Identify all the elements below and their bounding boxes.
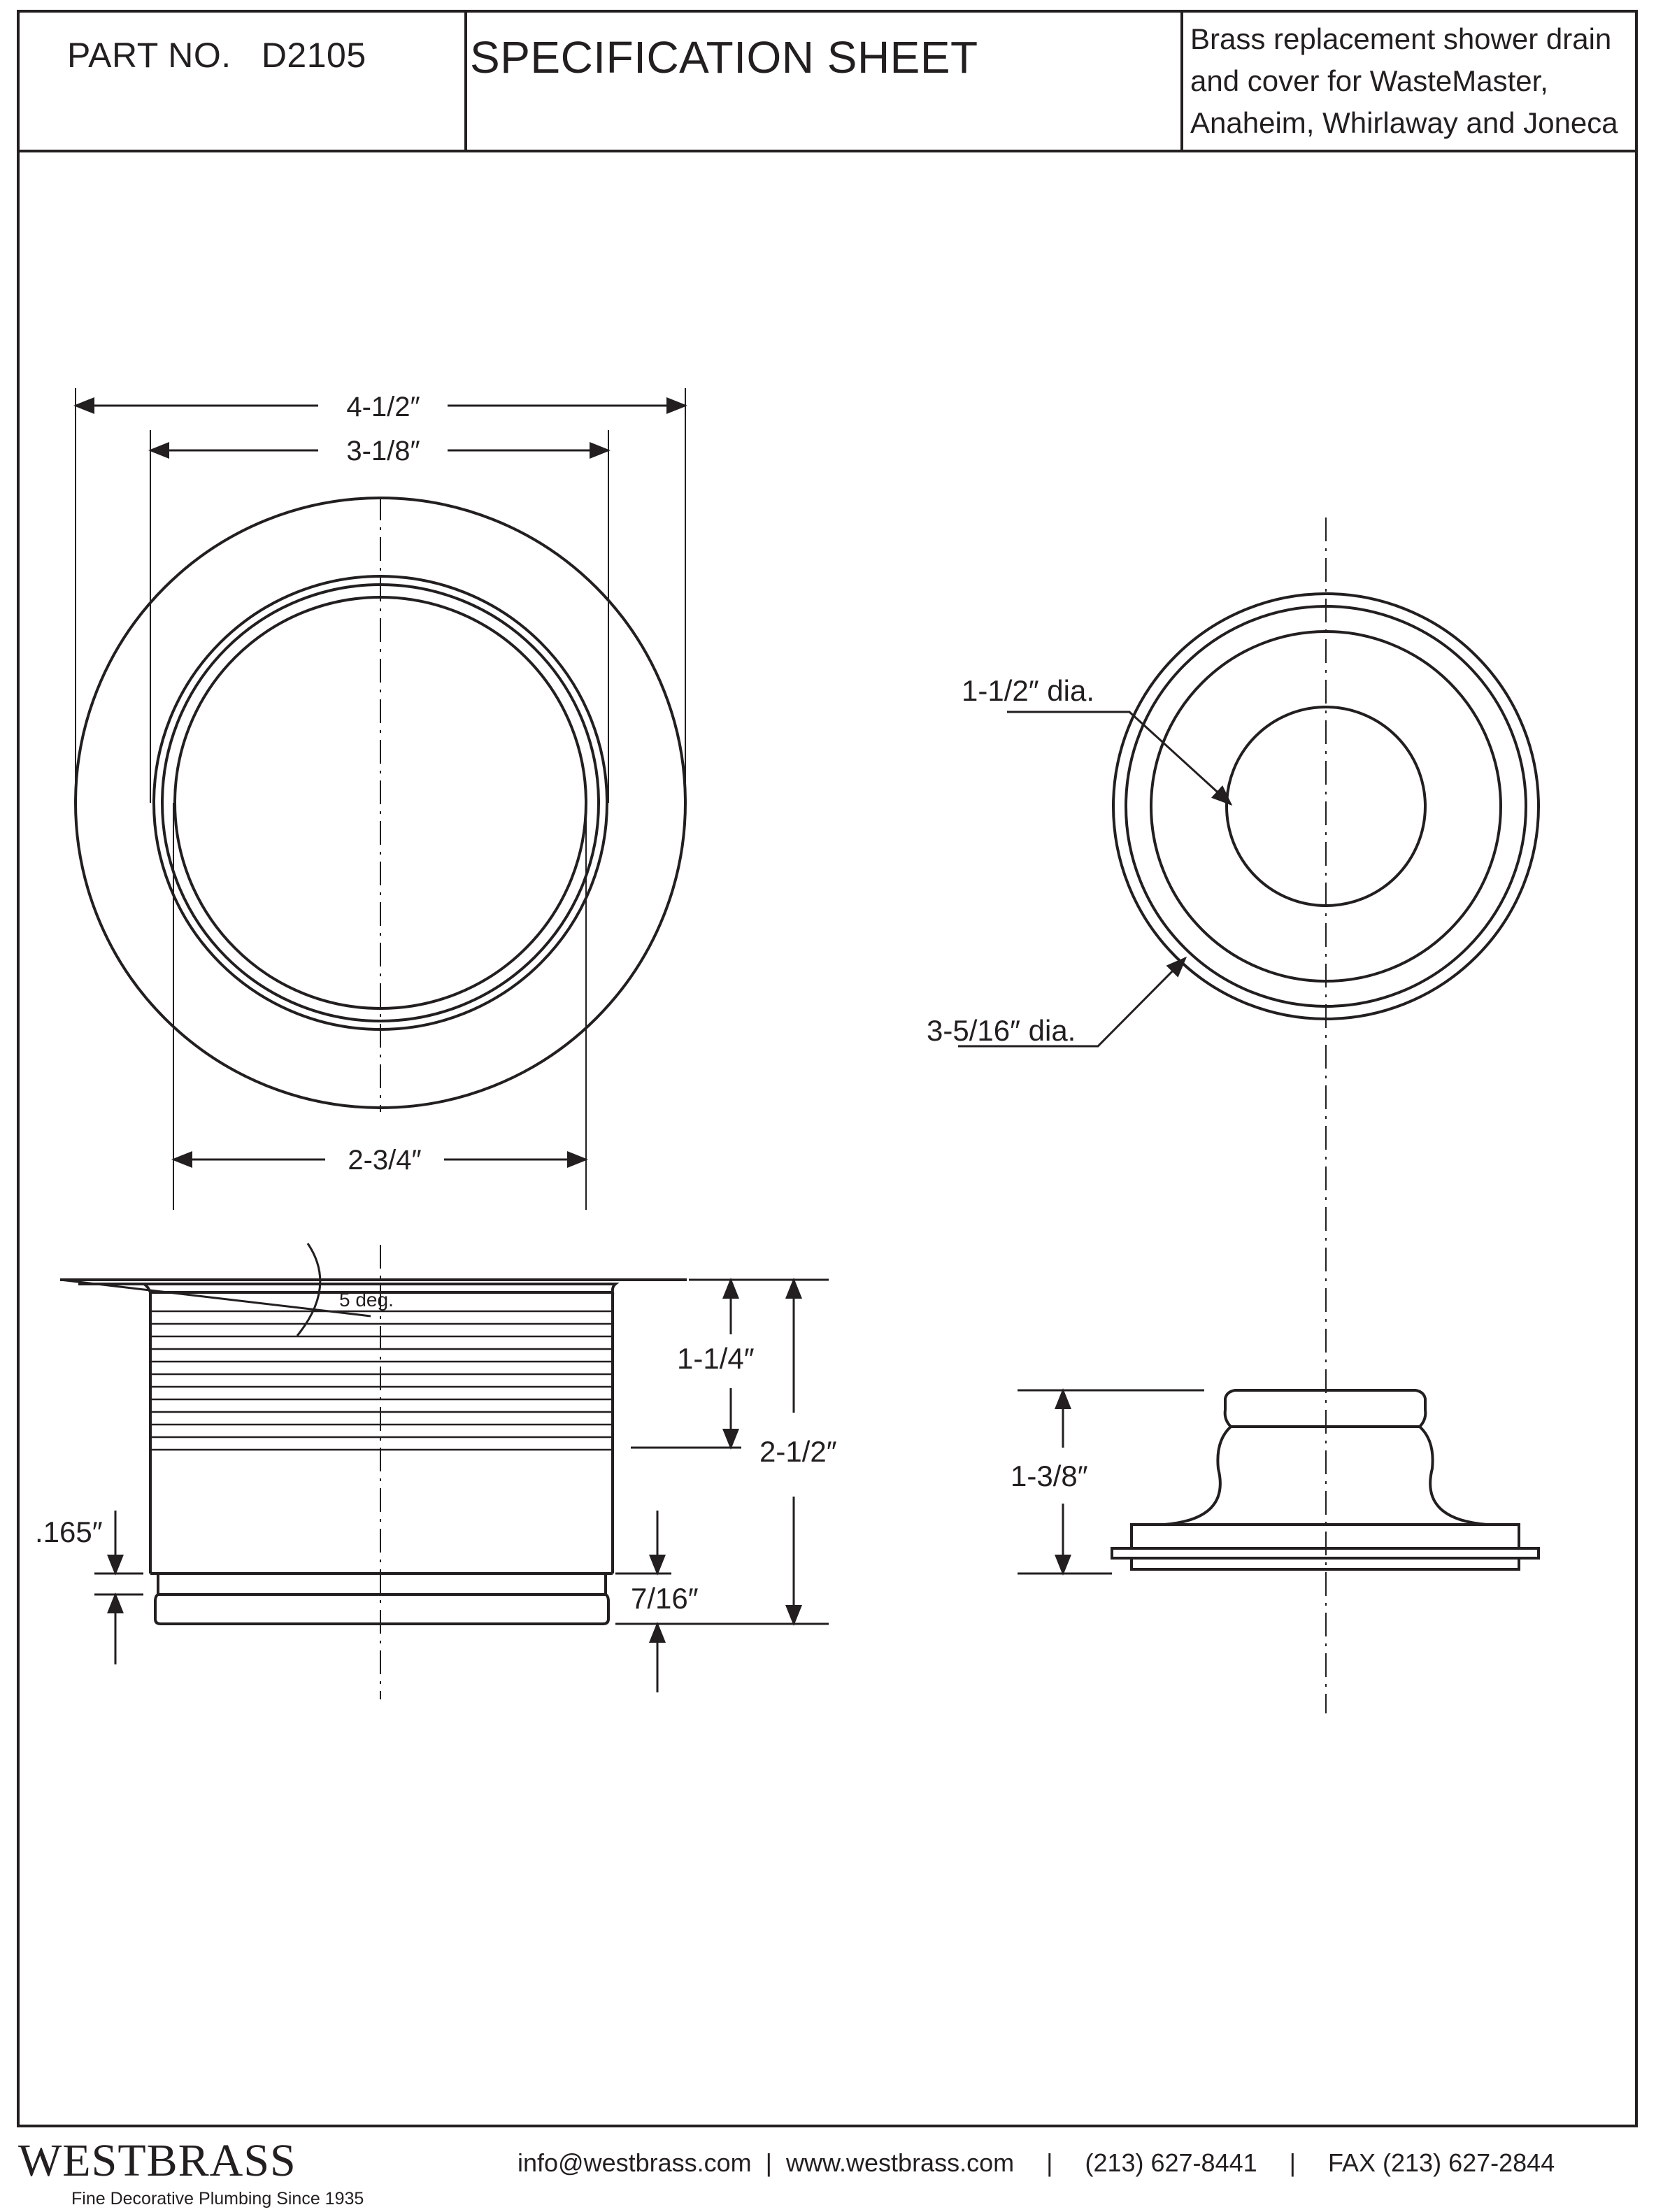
cover-top-view [958,518,1540,1713]
email-link[interactable]: info@westbrass.com [518,2148,752,2177]
dim-body-inner: 2-3/4″ [348,1145,421,1176]
dim-thread-length: 1-1/4″ [677,1342,755,1375]
separator: | [1289,2148,1296,2177]
drain-top-view [73,388,687,1210]
product-description: Brass replacement shower drain and cover… [1190,18,1618,144]
part-number-label: PART NO. [67,36,231,75]
dim-flange-angle: 5 deg. [339,1289,394,1311]
dim-overall-height: 2-1/2″ [759,1435,837,1468]
description-line: and cover for WasteMaster, [1190,64,1548,97]
dim-cover-outer-dia: 3-5/16″ dia. [927,1014,1076,1047]
phone-number: (213) 627-8441 [1085,2148,1257,2177]
description-line: Brass replacement shower drain [1190,22,1612,55]
separator: | [1046,2148,1053,2177]
description-line: Anaheim, Whirlaway and Joneca [1190,106,1618,139]
dim-flange-diameter: 4-1/2″ [346,392,420,422]
drain-side-view [59,1243,829,1699]
contact-bar: info@westbrass.com | www.westbrass.com | (21… [518,2148,1555,2178]
website-link[interactable]: www.westbrass.com [786,2148,1015,2177]
page-title: SPECIFICATION SHEET [470,32,978,83]
cover-side-view [1018,1388,1540,1576]
brand-logo: WESTBRASS [18,2135,297,2186]
separator: | [765,2148,773,2177]
part-number-value: D2105 [261,36,366,75]
part-number: PART NO. D2105 [67,35,366,76]
brand-tagline: Fine Decorative Plumbing Since 1935 [71,2189,364,2209]
fax-number: FAX (213) 627-2844 [1328,2148,1555,2177]
dim-bottom-ring: 7/16″ [631,1582,699,1615]
sheet-border [17,10,1638,2127]
dim-body-outer: 3-1/8″ [346,436,420,466]
dim-cover-height: 1-3/8″ [1011,1460,1088,1492]
dim-step-thickness: .165″ [35,1515,103,1548]
dim-cover-inner-dia: 1-1/2″ dia. [962,674,1094,707]
